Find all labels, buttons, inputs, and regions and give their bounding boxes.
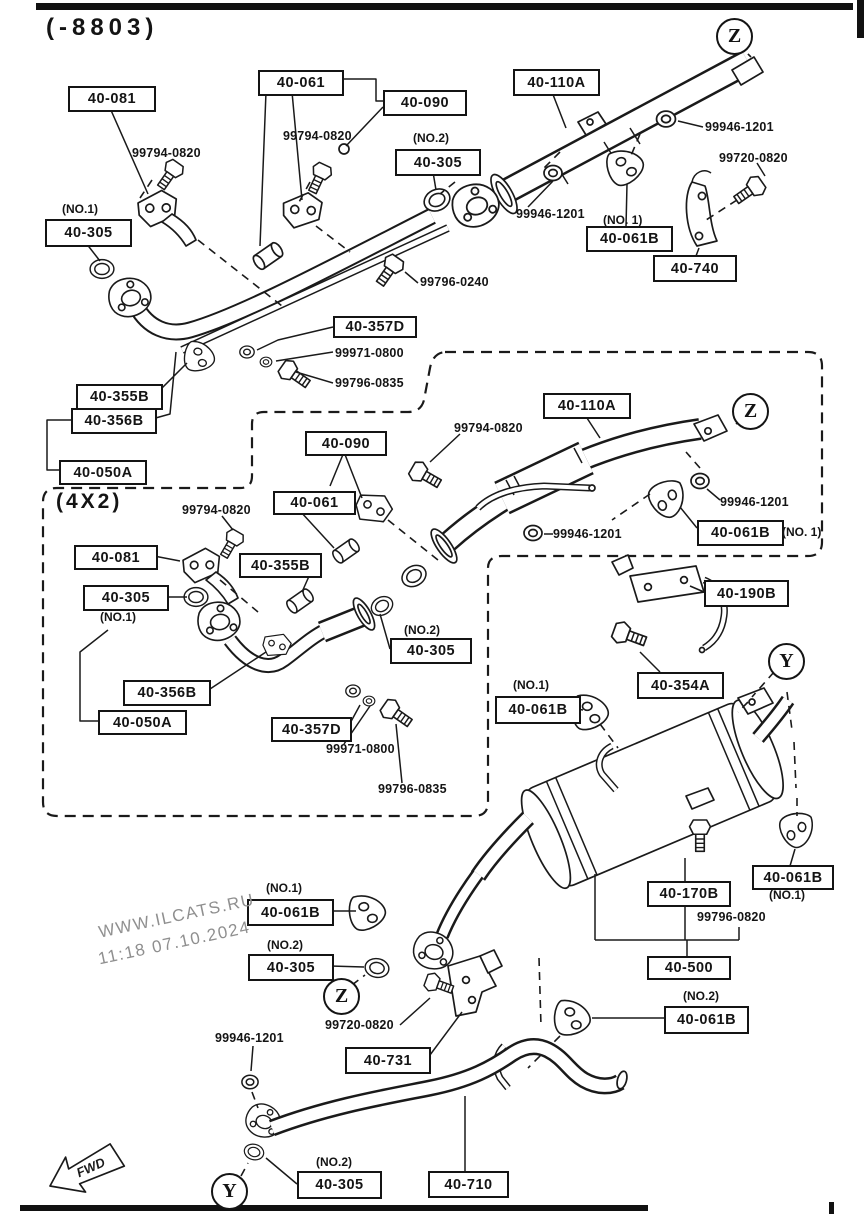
part-box-40-731[interactable]: 40-731 bbox=[345, 1047, 431, 1074]
label-no-1: (NO. 1) bbox=[782, 525, 822, 539]
part-box-40-355b[interactable]: 40-355B bbox=[239, 553, 322, 578]
label-no-1: (NO. 1) bbox=[603, 213, 643, 227]
variant-region-outline bbox=[41, 350, 824, 818]
part-box-40-061b[interactable]: 40-061B bbox=[495, 696, 581, 724]
label-99971-0800: 99971-0800 bbox=[326, 742, 395, 756]
part-box-40-357d[interactable]: 40-357D bbox=[271, 717, 352, 742]
label-99946-1201: 99946-1201 bbox=[516, 207, 585, 221]
front-pipe-assembly bbox=[46, 43, 769, 471]
part-box-40-081[interactable]: 40-081 bbox=[74, 545, 158, 570]
middle-pipe-assembly bbox=[397, 414, 745, 592]
label-99794-0820: 99794-0820 bbox=[132, 146, 201, 160]
connector-circle-y-4: Y bbox=[211, 1173, 248, 1210]
label-99796-0240: 99796-0240 bbox=[420, 275, 489, 289]
part-box-40-190b[interactable]: 40-190B bbox=[704, 580, 789, 607]
part-box-40-305[interactable]: 40-305 bbox=[297, 1171, 382, 1199]
label-99794-0820: 99794-0820 bbox=[454, 421, 523, 435]
label-no-1: (NO.1) bbox=[513, 678, 549, 692]
label-99796-0835: 99796-0835 bbox=[335, 376, 404, 390]
tail-pipe-assembly bbox=[240, 893, 628, 1185]
label-no-1: (NO.1) bbox=[100, 610, 136, 624]
part-box-40-061b[interactable]: 40-061B bbox=[247, 899, 334, 926]
part-box-40-110a[interactable]: 40-110A bbox=[543, 393, 631, 419]
part-box-40-305[interactable]: 40-305 bbox=[390, 638, 472, 664]
label-no-2: (NO.2) bbox=[413, 131, 449, 145]
part-box-40-090[interactable]: 40-090 bbox=[305, 431, 387, 456]
part-box-40-740[interactable]: 40-740 bbox=[653, 255, 737, 282]
label-99946-1201: 99946-1201 bbox=[553, 527, 622, 541]
part-box-40-354a[interactable]: 40-354A bbox=[637, 672, 724, 699]
bottom-border bbox=[20, 1205, 648, 1211]
label-99946-1201: 99946-1201 bbox=[705, 120, 774, 134]
part-box-40-356b[interactable]: 40-356B bbox=[71, 408, 157, 434]
label-99794-0820: 99794-0820 bbox=[283, 129, 352, 143]
part-box-40-357d[interactable]: 40-357D bbox=[333, 316, 417, 338]
top-border bbox=[36, 3, 853, 10]
variant-label-4x2: (4X2) bbox=[56, 490, 123, 513]
part-box-40-061b[interactable]: 40-061B bbox=[586, 226, 673, 252]
top-right-border bbox=[857, 0, 864, 38]
part-box-40-061b[interactable]: 40-061B bbox=[697, 520, 784, 546]
part-box-40-061[interactable]: 40-061 bbox=[273, 491, 356, 515]
label-no-1: (NO.1) bbox=[62, 202, 98, 216]
muffler-assembly bbox=[435, 554, 815, 1069]
part-box-40-356b[interactable]: 40-356B bbox=[123, 680, 211, 706]
label-no-1: (NO.1) bbox=[769, 888, 805, 902]
label-99720-0820: 99720-0820 bbox=[719, 151, 788, 165]
connector-circle-z-1: Z bbox=[732, 393, 769, 430]
part-box-40-050a[interactable]: 40-050A bbox=[59, 460, 147, 485]
label-99946-1201: 99946-1201 bbox=[215, 1031, 284, 1045]
part-box-40-305[interactable]: 40-305 bbox=[395, 149, 481, 176]
part-box-40-305[interactable]: 40-305 bbox=[45, 219, 132, 247]
label-99794-0820: 99794-0820 bbox=[182, 503, 251, 517]
page-title-8803: (-8803) bbox=[46, 14, 159, 41]
part-box-40-710[interactable]: 40-710 bbox=[428, 1171, 509, 1198]
label-99946-1201: 99946-1201 bbox=[720, 495, 789, 509]
label-99971-0800: 99971-0800 bbox=[335, 346, 404, 360]
label-no-2: (NO.2) bbox=[267, 938, 303, 952]
front-pipe-4x2-assembly bbox=[79, 451, 439, 784]
connector-circle-z-0: Z bbox=[716, 18, 753, 55]
part-box-40-061b[interactable]: 40-061B bbox=[664, 1006, 749, 1034]
label-no-2: (NO.2) bbox=[316, 1155, 352, 1169]
part-box-40-081[interactable]: 40-081 bbox=[68, 86, 156, 112]
part-box-40-305[interactable]: 40-305 bbox=[248, 954, 334, 981]
label-99796-0835: 99796-0835 bbox=[378, 782, 447, 796]
label-no-1: (NO.1) bbox=[266, 881, 302, 895]
bottom-right-tick bbox=[829, 1202, 834, 1214]
fwd-arrow: FWD bbox=[49, 1143, 126, 1193]
part-box-40-050a[interactable]: 40-050A bbox=[98, 710, 187, 735]
label-99720-0820: 99720-0820 bbox=[325, 1018, 394, 1032]
part-box-40-355b[interactable]: 40-355B bbox=[76, 384, 163, 410]
part-box-40-170b[interactable]: 40-170B bbox=[647, 881, 731, 907]
part-box-40-110a[interactable]: 40-110A bbox=[513, 69, 600, 96]
connector-circle-y-2: Y bbox=[768, 643, 805, 680]
part-box-40-061b[interactable]: 40-061B bbox=[752, 865, 834, 890]
label-no-2: (NO.2) bbox=[683, 989, 719, 1003]
part-box-40-500[interactable]: 40-500 bbox=[647, 956, 731, 980]
label-no-2: (NO.2) bbox=[404, 623, 440, 637]
label-99796-0820: 99796-0820 bbox=[697, 910, 766, 924]
connector-circle-z-3: Z bbox=[323, 978, 360, 1015]
part-box-40-061[interactable]: 40-061 bbox=[258, 70, 344, 96]
part-box-40-090[interactable]: 40-090 bbox=[383, 90, 467, 116]
part-box-40-305[interactable]: 40-305 bbox=[83, 585, 169, 611]
